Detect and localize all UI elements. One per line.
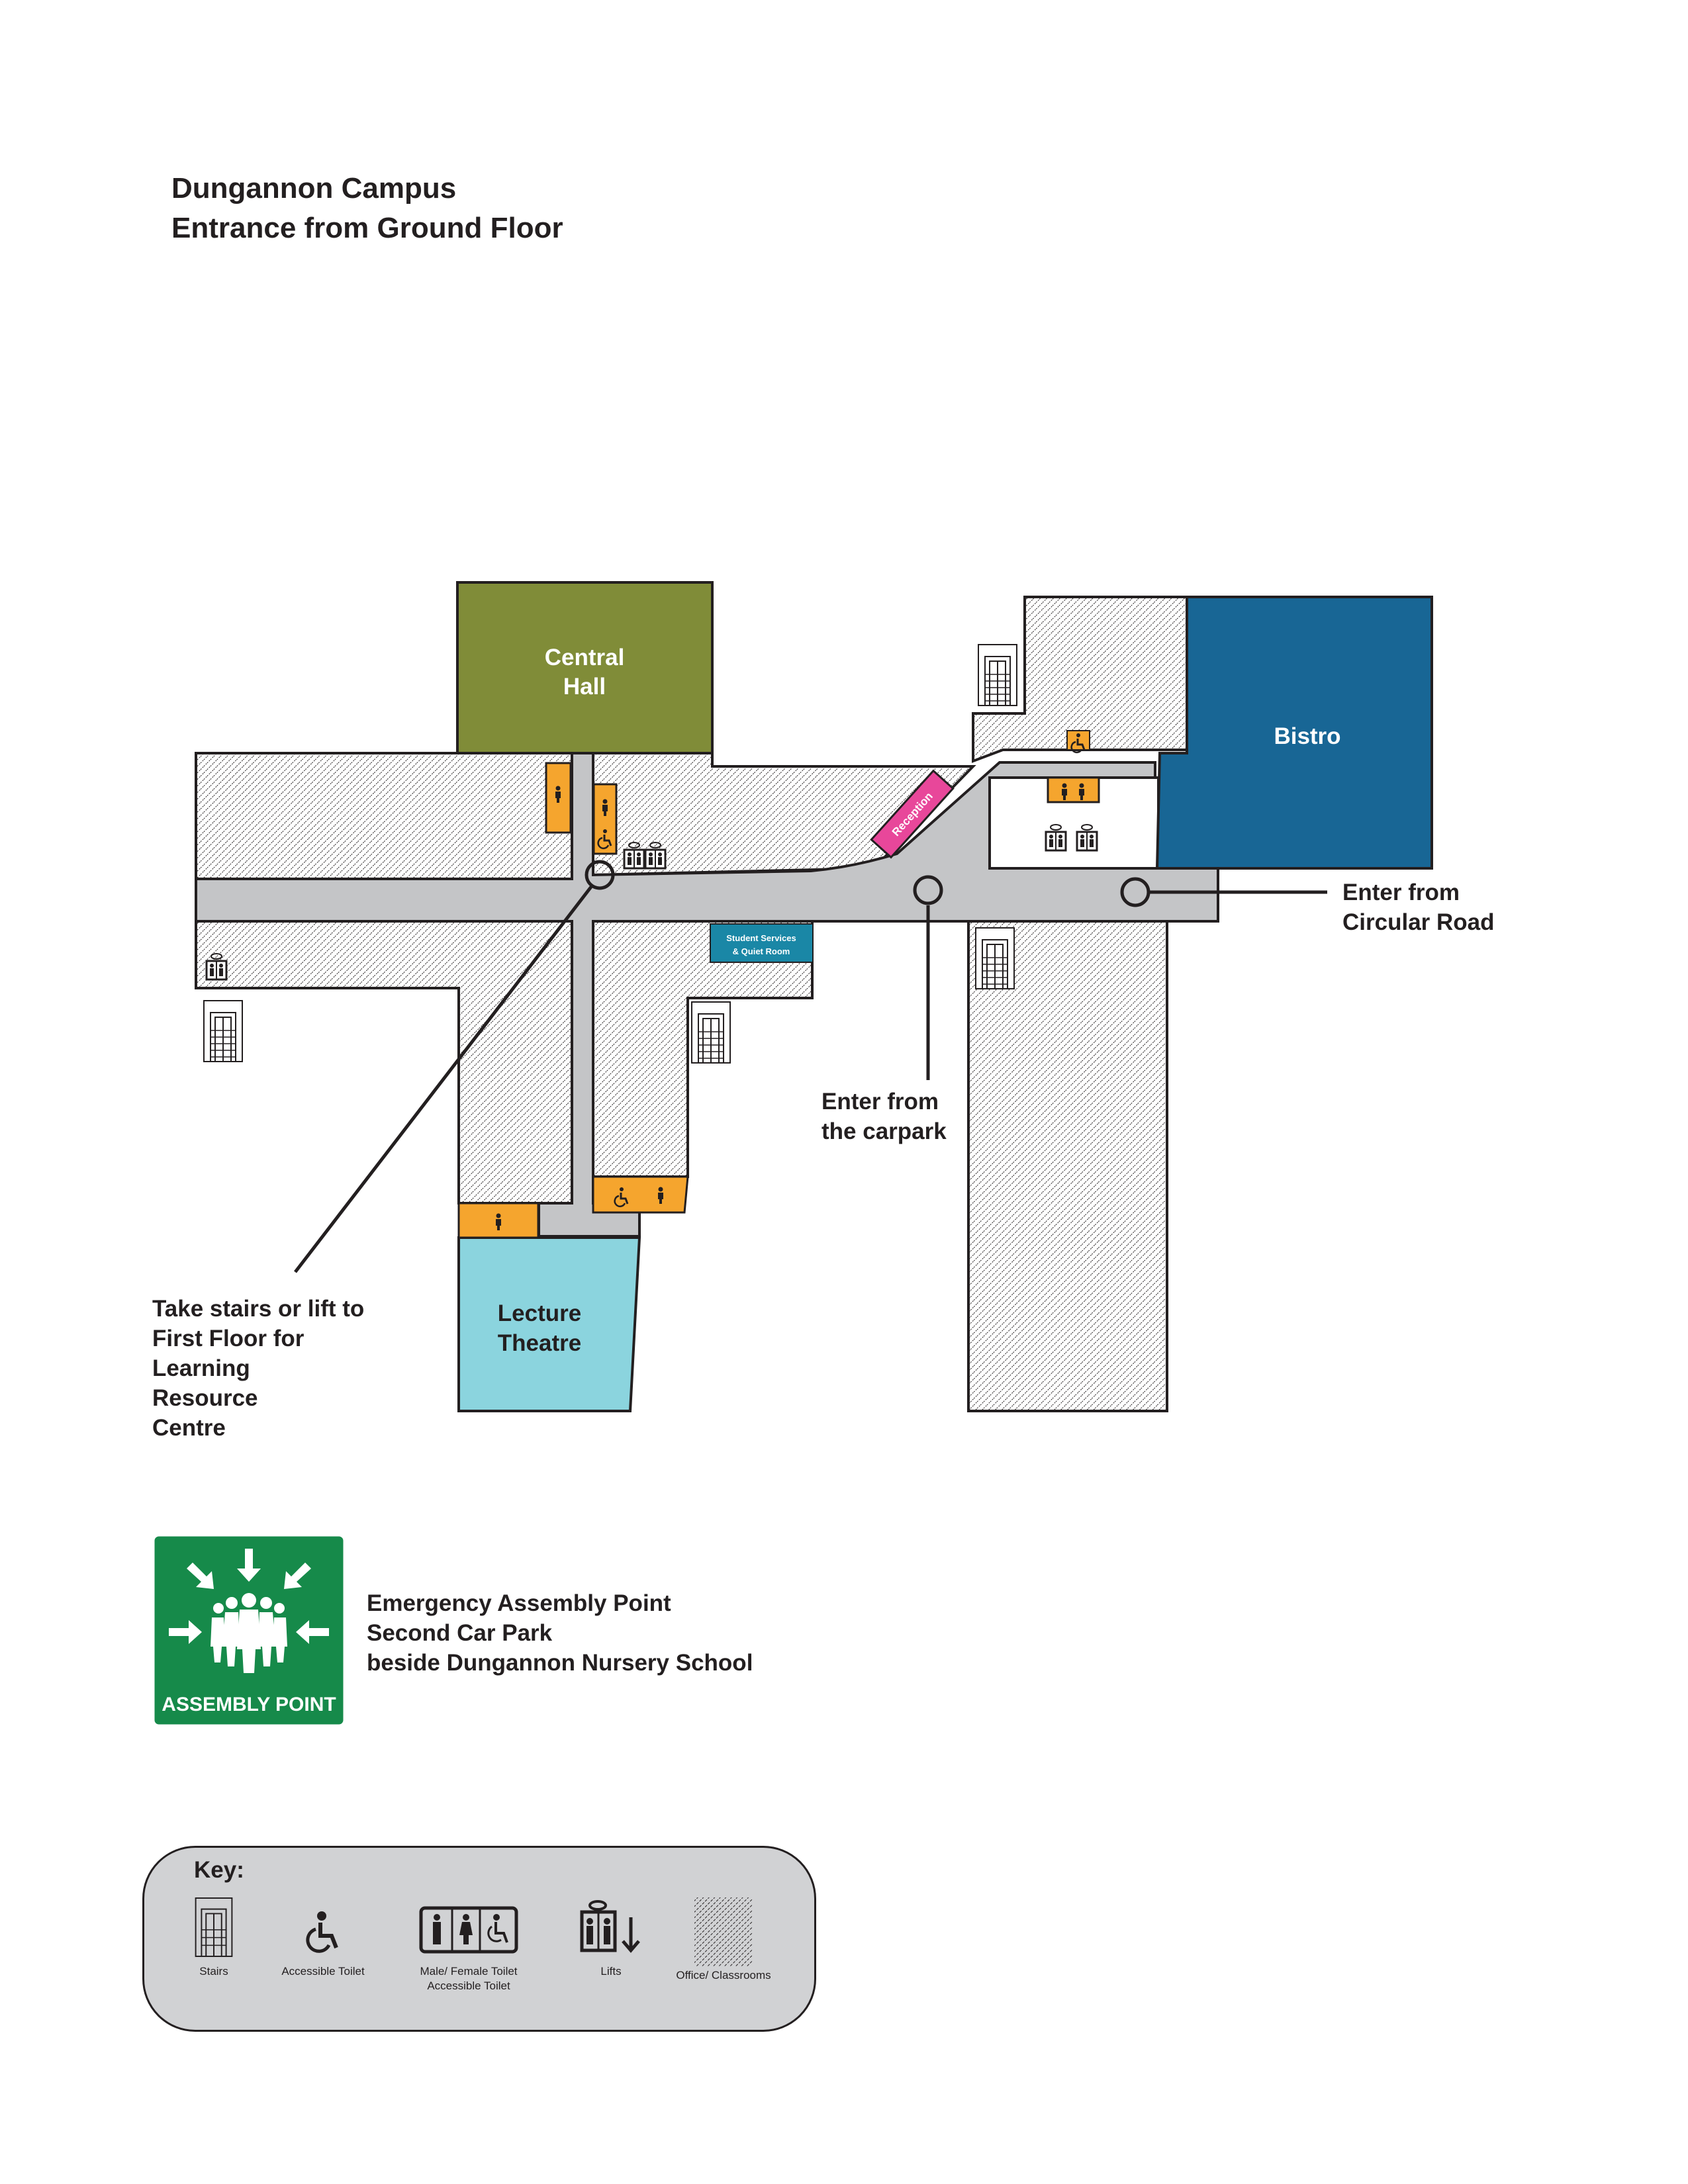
stairs-icon — [978, 644, 1017, 706]
assembly-arrows-icon — [169, 1549, 329, 1644]
office-block-southwest — [195, 920, 573, 1205]
stairs-icon — [195, 1897, 233, 1957]
callout-carpark: Enter from the carpark — [821, 1087, 947, 1146]
callout-carpark-line-1: Enter from — [821, 1089, 939, 1115]
key-lifts-label: Lifts — [600, 1965, 622, 1978]
reception[interactable]: Reception — [870, 769, 955, 859]
hatch-icon — [694, 1897, 753, 1966]
key-item-stairs: Stairs — [177, 1897, 250, 1979]
lecture-theatre[interactable]: Lecture Theatre — [457, 1236, 641, 1412]
entrance-circular-road-marker[interactable] — [1120, 877, 1150, 907]
toilet-lecture-east — [592, 1175, 689, 1214]
key-toilets-label-2: Accessible Toilet — [427, 1979, 510, 1992]
stairs-icon — [691, 1001, 731, 1064]
central-hall-label-1: Central — [545, 645, 625, 670]
assembly-line-2: Second Car Park — [367, 1620, 553, 1646]
office-block-east — [967, 920, 1168, 1412]
group-of-people-icon — [211, 1593, 287, 1673]
callout-carpark-line-2: the carpark — [821, 1118, 947, 1144]
key-stairs-label: Stairs — [199, 1965, 228, 1978]
callout-stairs-lift-line-2: First Floor for — [152, 1326, 305, 1351]
bistro-label: Bistro — [1274, 723, 1340, 749]
student-services-label-2: & Quiet Room — [733, 946, 790, 956]
stairs-lift-marker[interactable] — [585, 860, 615, 890]
callout-circular-road-line-1: Enter from — [1342, 880, 1460, 905]
toilet-northeast-accessible — [1066, 730, 1090, 754]
assembly-line-3: beside Dungannon Nursery School — [367, 1650, 753, 1676]
page-title: Dungannon Campus Entrance from Ground Fl… — [171, 169, 563, 248]
lift-icon — [580, 1900, 640, 1953]
central-hall[interactable]: Central Hall — [456, 581, 714, 754]
key-title: Key: — [194, 1857, 244, 1883]
entrance-markers — [294, 860, 1327, 1273]
student-services[interactable]: Student Services & Quiet Room — [710, 923, 814, 963]
assembly-point-info: Emergency Assembly Point Second Car Park… — [367, 1588, 753, 1678]
accessible-toilet-icon — [306, 1911, 338, 1953]
toilet-corridor-north — [592, 783, 618, 855]
stairs-icon — [203, 1000, 243, 1062]
toilet-lift-lobby — [1047, 776, 1100, 803]
office-block-west — [195, 752, 573, 880]
central-hall-label-2: Hall — [563, 674, 606, 700]
callout-stairs-lift-line-5: Centre — [152, 1415, 226, 1441]
key-item-office: Office/ Classrooms — [667, 1897, 780, 1983]
student-services-label-1: Student Services — [726, 933, 796, 943]
assembly-point-sign: ASSEMBLY POINT — [152, 1534, 346, 1727]
callout-stairs-lift-line-1: Take stairs or lift to — [152, 1296, 365, 1322]
callout-stairs-lift-line-3: Learning — [152, 1355, 250, 1381]
toilets — [457, 730, 1100, 1239]
entrance-carpark-marker[interactable] — [913, 875, 943, 905]
stairs-icon — [975, 927, 1015, 989]
bistro[interactable]: Bistro — [1155, 596, 1433, 870]
toilet-lecture-west — [457, 1202, 539, 1239]
key-item-lifts: Lifts — [575, 1897, 647, 1979]
callout-circular-road-line-2: Circular Road — [1342, 909, 1495, 935]
key-toilets-label: Male/ Female Toilet — [420, 1965, 518, 1978]
assembly-sign-label: ASSEMBLY POINT — [162, 1694, 336, 1715]
map-key: Key: Stairs Accessible Toilet — [142, 1846, 816, 2032]
callout-stairs-lift: Take stairs or lift to First Floor for L… — [152, 1294, 364, 1443]
key-item-accessible-toilet: Accessible Toilet — [273, 1897, 373, 1979]
title-line-2: Entrance from Ground Floor — [171, 212, 563, 244]
assembly-line-1: Emergency Assembly Point — [367, 1590, 671, 1616]
title-line-1: Dungannon Campus — [171, 172, 457, 205]
lecture-theatre-label-2: Theatre — [498, 1330, 581, 1356]
lecture-theatre-label-1: Lecture — [498, 1300, 581, 1326]
key-accessible-toilet-label: Accessible Toilet — [281, 1965, 365, 1978]
callout-circular-road: Enter from Circular Road — [1342, 878, 1495, 937]
key-office-label: Office/ Classrooms — [676, 1969, 771, 1981]
toilets-icon — [419, 1906, 518, 1954]
callout-stairs-lift-line-4: Resource — [152, 1385, 258, 1411]
key-item-toilets: Male/ Female Toilet Accessible Toilet — [402, 1897, 535, 1993]
toilet-west-hall — [545, 762, 572, 834]
